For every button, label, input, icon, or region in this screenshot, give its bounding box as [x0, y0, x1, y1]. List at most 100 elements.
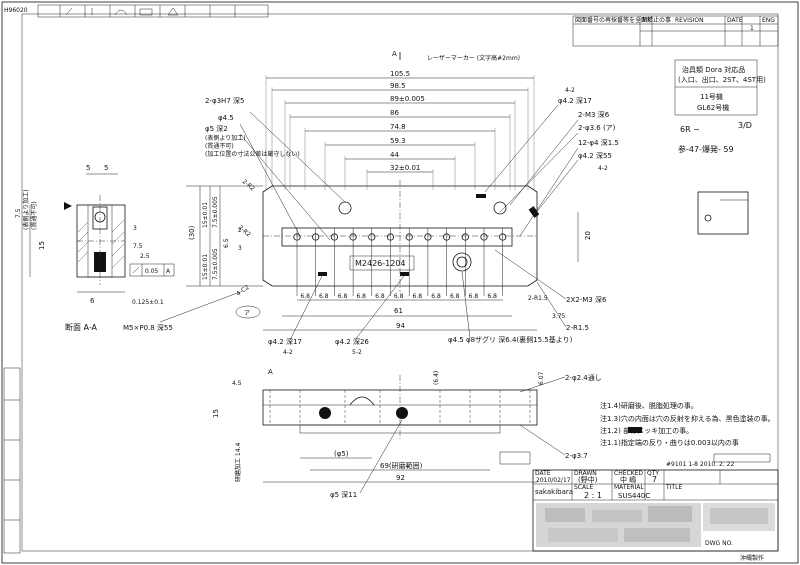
rev-sign-header: ENG [762, 17, 775, 24]
dim-pitch-2: 6.8 [338, 293, 348, 300]
engraving-box [349, 255, 415, 271]
section-dim-75b: 7.5 [133, 243, 143, 250]
dim-pitch-1: 6.8 [319, 293, 329, 300]
part-thumbnail [697, 191, 749, 235]
tb-drawn: (野中) [578, 475, 598, 484]
dim-pitch-5: 6.8 [394, 293, 404, 300]
dim-pitch-6: 6.8 [413, 293, 423, 300]
label-bottom-hole42a: φ4.2 深17 [268, 337, 302, 346]
dim-horizontal-2: 89±0.005 [390, 95, 425, 103]
top-view-outline [262, 185, 538, 287]
label-bottom-hole42b: φ4.2 深26 [335, 337, 369, 346]
handwritten-note-3: 参-47-爆発- 59 [678, 144, 734, 154]
tb-material: SUS440C [618, 492, 650, 500]
note-2: 注1.3)穴の内面は穴の反射を抑える為、黒色塗装の事。 [600, 414, 775, 423]
dim-pitch-9: 6.8 [469, 293, 479, 300]
plating-mark-4 [400, 272, 409, 276]
top-view: M2426-1204 A レーザーマーカー (文字高#2mm) 105.598.… [186, 50, 619, 356]
front-plated-hole-left [319, 407, 331, 419]
jig-title-line2: (入口、出口、2ST、4ST用) [678, 75, 766, 84]
section-dim-3: 3 [133, 225, 137, 232]
label-bottom-375: 3.75 [552, 313, 566, 320]
left-side-strip [3, 367, 21, 554]
drawing-frame [21, 13, 779, 552]
tb-drawn-label: DRAWN [574, 470, 597, 477]
rev-date-header: DATE [727, 17, 743, 24]
section-title: 断面 A-A [65, 322, 98, 332]
plating-mark-3 [318, 272, 327, 276]
section-mark-top: A [392, 50, 397, 58]
front-plated-hole-right [396, 407, 408, 419]
label-bottom-counterbore: φ4.5 φ8ザグリ 深6.4(裏側15.5基より) [448, 335, 573, 344]
label-right-ref1: 4-2 [565, 87, 575, 94]
laser-marker-note: レーザーマーカー (文字高#2mm) [427, 54, 520, 62]
dim-horizontal-3: 86 [390, 109, 399, 117]
dim-left-2: 2 [238, 227, 242, 234]
rev-mark-header: MK [642, 17, 652, 24]
dim-left-75b: 7.5±0.005 [212, 248, 219, 280]
jig-title-line4: GL62号機 [697, 103, 729, 112]
front-dim-45: 4.5 [232, 380, 242, 387]
front-dim-phi5: (φ5) [334, 450, 349, 458]
notes-block: 注1.4)研磨後、脱脂処理の事。 注1.3)穴の内面は穴の反射を抑える為、黒色塗… [600, 401, 775, 447]
jig-title-line3: 11号機 [700, 92, 723, 101]
section-dim-6: 6 [90, 297, 95, 305]
section-dim-75: 7.5 [15, 208, 22, 218]
label-bottom-r15b: 2-R1.5 [566, 324, 589, 332]
note-1: 注1.4)研磨後、脱脂処理の事。 [600, 401, 698, 410]
label-left-note2: (貫通不可) [205, 142, 234, 150]
plating-mark-1 [476, 194, 486, 198]
front-label-phi37: 2-φ3.7 [565, 452, 588, 460]
tb-scale-label: SCALE [574, 484, 593, 491]
dim-horizontal-4: 74.8 [390, 123, 406, 131]
title-block: DATE 2010/02/17 DRAWN (野中) CHECKED 中 嶋 Q… [499, 451, 779, 552]
dim-pitch-3: 6.8 [356, 293, 366, 300]
dim-horizontal-7: 32±0.01 [390, 164, 420, 172]
front-view: 2-φ2.4通し 15 4.5 (6.4) 6.07 (φ5) 69(研磨範囲)… [212, 368, 602, 499]
note-3: 注1.2) 部はメッキ加工の事。 [600, 426, 693, 435]
handwritten-note-1: 6R ~ [680, 125, 700, 134]
front-top-label: 2-φ2.4通し [565, 373, 602, 382]
plating-mark-2 [528, 206, 540, 218]
label-bottom-r15a: 2-R1.5 [528, 295, 548, 302]
label-right-m3: 2-M3 深6 [578, 110, 610, 119]
left-vertical-dimensions: (30) 15±0.01 7.5±0.005 15±0.01 7.5±0.005… [186, 185, 263, 287]
section-dim-0125: 0.125±0.1 [132, 299, 164, 306]
label-right-hole42: φ4.2 深17 [558, 96, 592, 105]
rev-number: 1 [750, 25, 754, 32]
dim-bottom-61: 61 [394, 307, 403, 315]
section-dim-25: 2.5 [140, 253, 150, 260]
jig-title-line1: 治具類 Dora 対応品 [682, 65, 745, 74]
front-dim-607: 6.07 [538, 371, 545, 385]
dim-pitch-0: 6.8 [300, 293, 310, 300]
dim-pitch-8: 6.8 [450, 293, 460, 300]
section-dim-5: 5 [86, 164, 90, 172]
revision-header: REVISION [675, 17, 704, 24]
section-side-note2: (貫通不可) [30, 201, 38, 230]
jig-title-box: 治具類 Dora 対応品 (入口、出口、2ST、4ST用) 11号機 GL62号… [674, 59, 766, 116]
section-dim-15: 15 [38, 241, 46, 250]
section-side-note1: (表側より加工) [22, 189, 30, 230]
bottom-label: 沖縄製作 [740, 554, 764, 562]
dim-pitch-7: 6.8 [431, 293, 441, 300]
front-dim-15: 15 [212, 409, 220, 418]
section-view: 5 5 7.5 15 3 7.5 2.5 6 0.125±0.1 (表側より加工… [15, 164, 241, 332]
tb-qty: 7 [652, 475, 657, 484]
corner-code: H96020 [4, 7, 28, 14]
edge-callout [235, 305, 261, 319]
hole-row [293, 228, 507, 296]
label-left-hole5: φ5 深2 [205, 124, 228, 133]
tb-company: sakakibara [535, 488, 573, 496]
label-right-hole42b: φ4.2 深55 [578, 151, 612, 160]
tb-ref-no: #9101 1-8 2010. 2. 22 [666, 461, 734, 468]
dim-horizontal-6: 44 [390, 151, 399, 159]
tb-title-label: TITLE [665, 484, 682, 491]
dim-horizontal-5: 59.3 [390, 137, 406, 145]
tb-checked: 中 嶋 [620, 475, 636, 484]
dim-right-20: 20 [584, 231, 592, 240]
label-right-ref2: 4-2 [598, 165, 608, 172]
front-dim-64: (6.4) [433, 371, 440, 385]
